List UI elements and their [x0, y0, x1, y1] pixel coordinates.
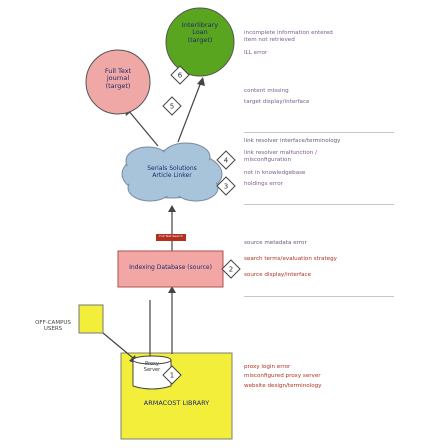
step-number-2: 2: [229, 266, 233, 274]
step-number-1: 1: [170, 372, 174, 380]
step-number-4: 4: [224, 157, 229, 165]
fulltext-label: Full Text journal (target): [96, 67, 140, 90]
indexing-annotation-head: source metadata error: [244, 240, 307, 246]
step-diamond-4: 4: [216, 150, 236, 170]
serials-label: Serials Solutions Article Linker: [132, 165, 212, 180]
step-diamond-3: 3: [216, 176, 236, 196]
step-number-3: 3: [224, 183, 228, 191]
indexing-label: Indexing Database (source): [129, 264, 212, 271]
proxy-server-node: [132, 355, 172, 390]
step-diamond-2: 2: [221, 259, 241, 279]
annotation-text: source display/interface: [244, 272, 312, 279]
fulltext-annotations: content missing target display/interface: [244, 88, 309, 107]
annotation-text: content missing: [244, 88, 289, 94]
step-diamond-1: 1: [162, 365, 182, 385]
arrow-serials-to-ill: [177, 81, 202, 143]
separator-line: [244, 132, 394, 133]
offcampus-label-line: USERS: [43, 326, 63, 333]
step-number-5: 5: [170, 103, 174, 111]
serials-label-line: Article Linker: [152, 171, 192, 179]
annotation-text: link resolver malfunction /: [244, 150, 317, 156]
ill-label-line: Loan: [192, 28, 208, 37]
fulltext-label-line: journal: [106, 74, 130, 83]
indexing-annotations: search terms/evaluation strategy source …: [244, 256, 337, 280]
step-diamond-5: 5: [162, 96, 182, 116]
ill-label-line: (target): [187, 35, 213, 44]
annotation-text: misconfigured proxy server: [244, 373, 321, 380]
step-diamond-6: 6: [170, 65, 190, 85]
proxy-label: Proxy Server: [133, 361, 171, 374]
library-label: ARMACOST LIBRARY: [143, 399, 210, 407]
annotation-text: target display/interface: [244, 99, 310, 106]
offcampus-users-box: [78, 304, 104, 334]
annotation-text: proxy login error: [244, 364, 291, 370]
step-number-6: 6: [178, 72, 183, 80]
proxy-annotations: proxy login error misconfigured proxy se…: [244, 364, 322, 390]
annotation-text: incomplete information entered: [244, 30, 333, 36]
ill-label-line: Interlibrary: [181, 21, 219, 29]
annotation-text: search terms/evaluation strategy: [244, 256, 337, 262]
offcampus-label-line: OFF-CAMPUS: [35, 320, 71, 326]
annotation-text: ILL error: [244, 49, 268, 56]
annotation-text: website design/terminology: [244, 382, 322, 389]
arrowhead-serials: [168, 205, 176, 212]
interlibrary-loan-node: [165, 7, 235, 77]
arrowhead-ill: [197, 77, 205, 86]
annotation-text: holdings error: [244, 180, 283, 187]
fulltext-journal-node: [85, 49, 151, 115]
fulltext-search-label: Full Text Search: [159, 234, 183, 238]
serials-label-line: Serials Solutions: [147, 165, 197, 172]
annotation-text: misconfiguration: [244, 157, 292, 164]
proxy-label-line: Server: [143, 366, 161, 373]
fulltext-label-line: Full Text: [104, 67, 132, 75]
indexing-database-node: [117, 250, 224, 288]
arrow-offcampus-to-proxy: [102, 332, 134, 359]
annotation-text: item not retrieved: [244, 37, 295, 44]
ill-label: Interlibrary Loan (target): [176, 21, 224, 44]
proxy-label-line: Proxy: [145, 361, 159, 367]
serials-annotations: link resolver malfunction / misconfigura…: [244, 150, 317, 188]
fulltext-label-line: (target): [105, 81, 131, 90]
separator-line: [244, 204, 394, 205]
offcampus-label: OFF-CAMPUS USERS: [28, 320, 78, 333]
arrowhead-indexing: [168, 286, 176, 293]
annotation-text: not in knowledgebase: [244, 169, 306, 176]
fulltext-search-badge: [156, 234, 186, 241]
separator-line: [244, 296, 394, 297]
serials-annotation-head: link resolver interface/terminology: [244, 138, 341, 144]
arrow-serials-to-fulltext: [127, 109, 159, 147]
ill-annotations: incomplete information entered item not …: [244, 30, 333, 57]
